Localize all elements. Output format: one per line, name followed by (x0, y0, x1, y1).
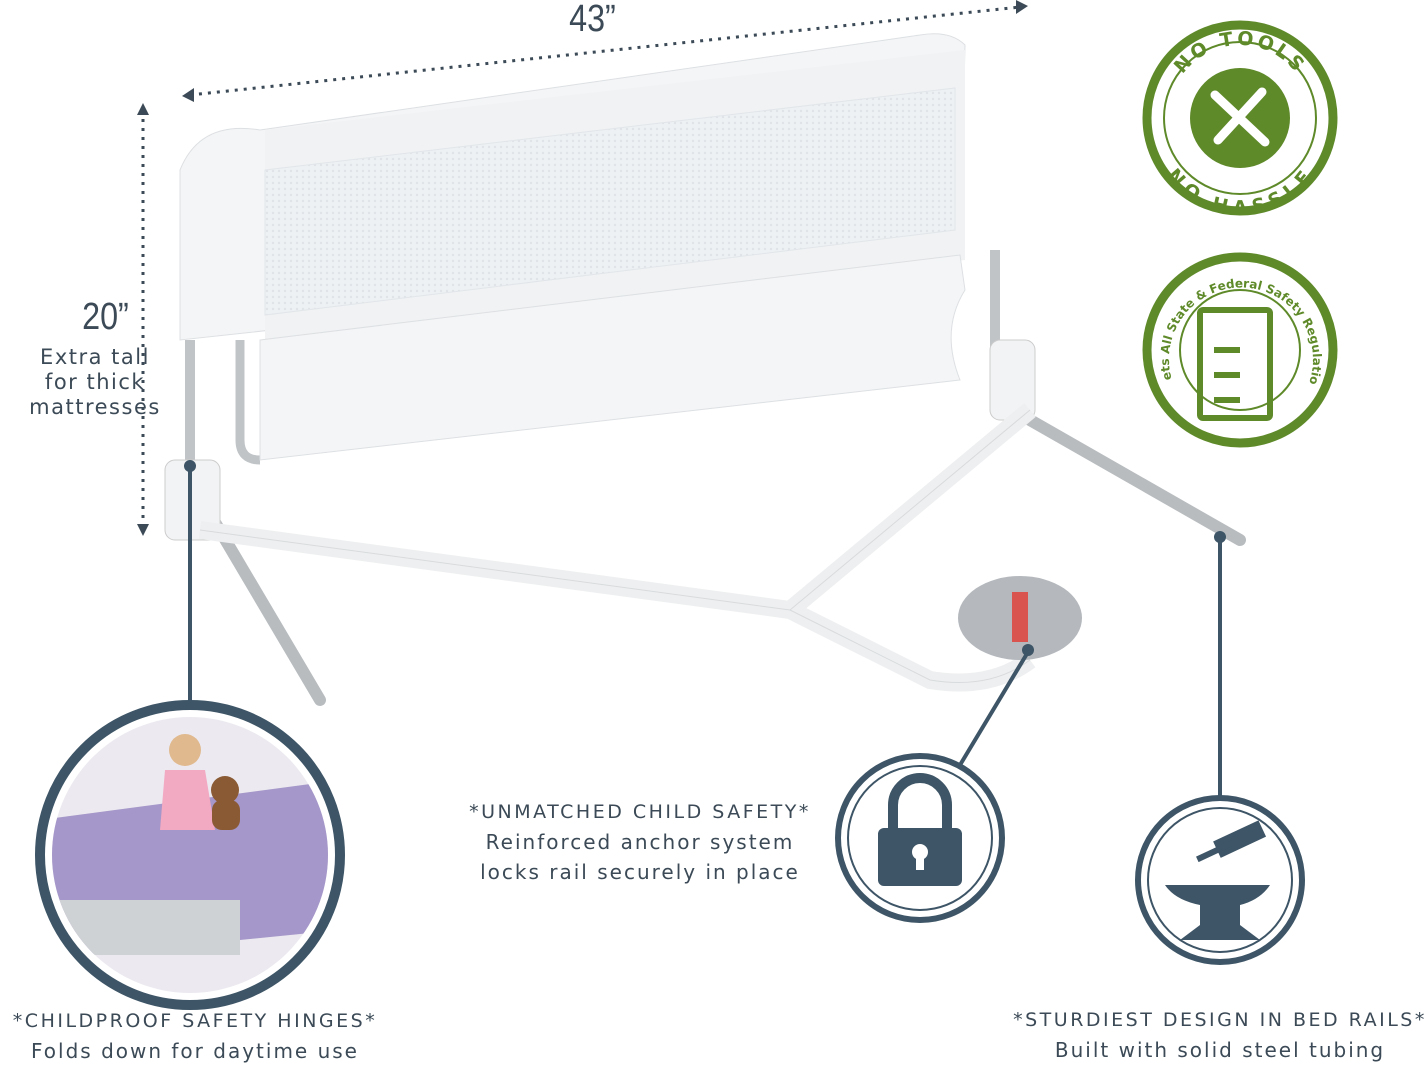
width-dimension: 43” (569, 0, 616, 40)
leader-lines (188, 468, 1222, 800)
wrench-screwdriver-icon (1210, 87, 1270, 147)
height-note: Extra tall for thick mattresses (29, 345, 161, 419)
lock-circle (835, 753, 1005, 923)
feature-steel: *STURDIEST DESIGN IN BED RAILS* Built wi… (1013, 1009, 1427, 1062)
anvil-hammer-icon (1165, 820, 1270, 940)
clipboard-icon (1197, 307, 1273, 421)
no-tools-badge: NO TOOLS NO HASSLE (1142, 20, 1338, 219)
feature-hinges: *CHILDPROOF SAFETY HINGES* Folds down fo… (12, 1010, 378, 1063)
height-dimension: 20” (82, 296, 129, 338)
hinge-photo-circle (35, 700, 345, 1010)
feature-anchor: *UNMATCHED CHILD SAFETY* Reinforced anch… (469, 801, 811, 884)
dimension-width-line (189, 5, 1021, 97)
anvil-circle (1135, 795, 1305, 965)
bed-rail-product (164, 33, 1246, 706)
padlock-icon (878, 773, 962, 886)
